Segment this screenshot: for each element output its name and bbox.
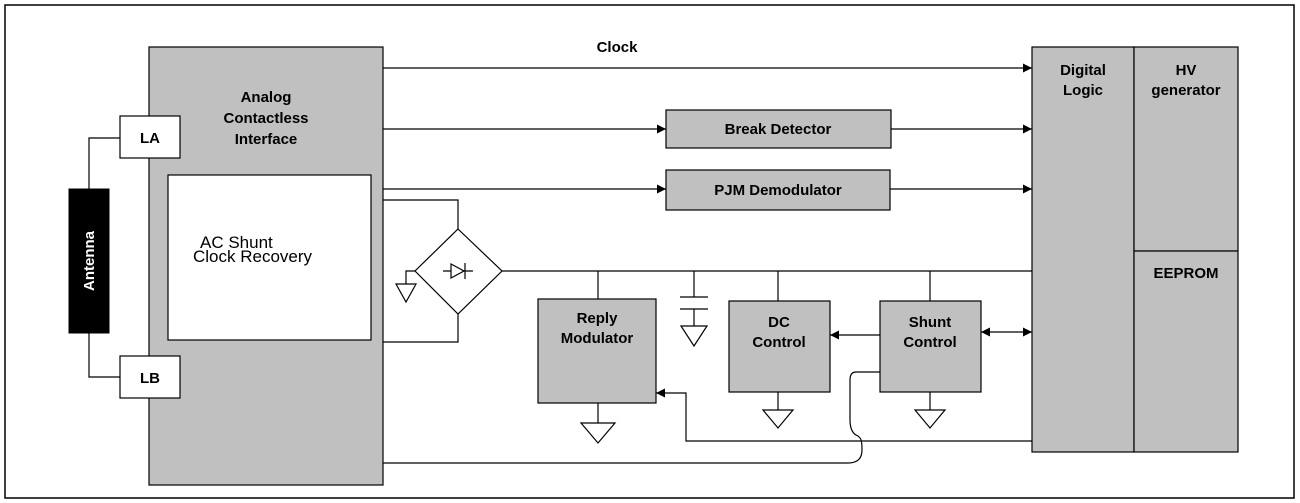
digital-logic-line-2: Logic [1063,82,1103,99]
reply-modulator-line-2: Modulator [561,330,634,347]
wires [88,63,1032,464]
clock-signal-label: Clock [597,39,639,56]
capacitor-symbol [680,296,708,326]
hv-generator-line-1: HV [1176,62,1197,79]
pad-lb: LB [119,355,181,399]
shunt-control-line-2: Control [903,334,956,351]
antenna-block: Antenna [68,188,110,334]
pjm-demodulator-label: PJM Demodulator [714,182,842,199]
eeprom-label: EEPROM [1153,265,1218,282]
break-detector-block: Break Detector [665,109,892,149]
pad-la-label: LA [140,130,160,147]
antenna-label: Antenna [81,230,98,291]
pad-la: LA [119,115,181,159]
dc-control-line-2: Control [752,334,805,351]
shunt-control-block: Shunt Control [879,300,982,393]
digital-logic-line-1: Digital [1060,62,1106,79]
ac-shunt-label-line-1: AC Shunt [200,233,273,252]
digital-logic-block: Digital Logic [1031,46,1135,453]
rectifier-bridge [414,228,503,315]
ac-shunt-label-line-2: Clock Recovery [193,247,313,266]
analog-label-line-3: Interface [235,131,298,148]
eeprom-block: EEPROM [1133,250,1239,453]
shunt-control-line-1: Shunt [909,314,952,331]
pad-lb-label: LB [140,370,160,387]
reply-modulator-block: Reply Modulator [537,298,657,404]
break-detector-label: Break Detector [725,121,832,138]
hv-generator-line-2: generator [1151,82,1220,99]
reply-modulator-line-1: Reply [577,310,619,327]
dc-control-block: DC Control [728,300,831,393]
ground-symbols [394,283,947,444]
pjm-demodulator-block: PJM Demodulator [665,169,891,211]
diagram-frame [4,4,1295,499]
ac-shunt-block: AC Shunt Clock Recovery [167,174,372,341]
analog-label-line-2: Contactless [223,110,308,127]
hv-generator-block: HV generator [1133,46,1239,252]
analog-label-line-1: Analog [241,89,292,106]
dc-control-line-1: DC [768,314,790,331]
